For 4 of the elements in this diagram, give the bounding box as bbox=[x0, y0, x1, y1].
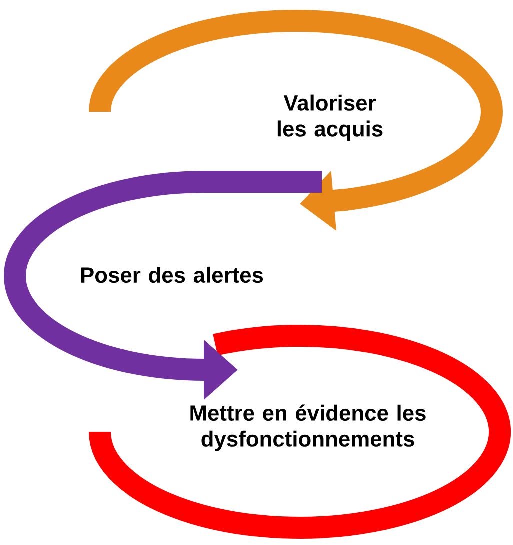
step-label: Valoriser les acquis bbox=[278, 94, 383, 142]
step-label: Poser des alertes bbox=[81, 266, 264, 284]
step-label: Mettre en évidence les dysfonctionnements bbox=[190, 404, 426, 452]
curved-arrow bbox=[89, 10, 503, 232]
